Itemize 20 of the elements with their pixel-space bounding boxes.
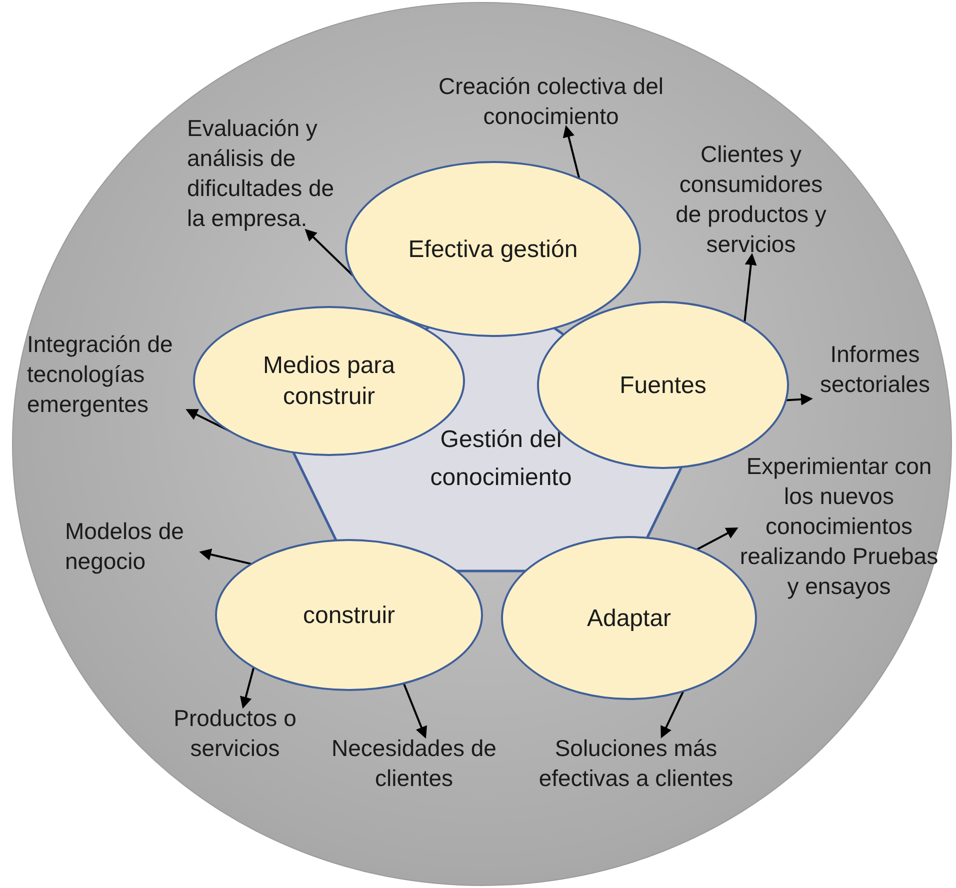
arrow	[199, 548, 252, 565]
annotation-text: Experimientar con los nuevos conocimientos realizando Pruebas y ensayos	[733, 451, 945, 601]
arrow	[562, 125, 580, 179]
annotation-text: Clientes y consumidores de productos y servicios	[669, 139, 833, 259]
annotation-text: Evaluación y análisis de dificultades de la empresa.	[187, 113, 347, 233]
arrow	[240, 667, 255, 709]
ellipse-node: construir	[215, 539, 483, 691]
annotation-text: Modelos de negocio	[65, 516, 205, 576]
arrow	[402, 683, 427, 739]
ellipse-node: Efectiva gestión	[345, 161, 641, 337]
annotation-text: Soluciones más efectivas a clientes	[531, 733, 741, 793]
center-label: Gestión del conocimiento	[429, 425, 573, 493]
arrow	[744, 253, 757, 322]
annotation-text: Integración de tecnologías emergentes	[27, 329, 191, 419]
annotation-text: Creación colectiva del conocimiento	[426, 71, 676, 131]
arrow	[696, 528, 738, 550]
arrow	[304, 228, 354, 276]
arrow	[786, 393, 813, 406]
arrow	[660, 690, 684, 738]
annotation-text: Informes sectoriales	[793, 339, 956, 399]
